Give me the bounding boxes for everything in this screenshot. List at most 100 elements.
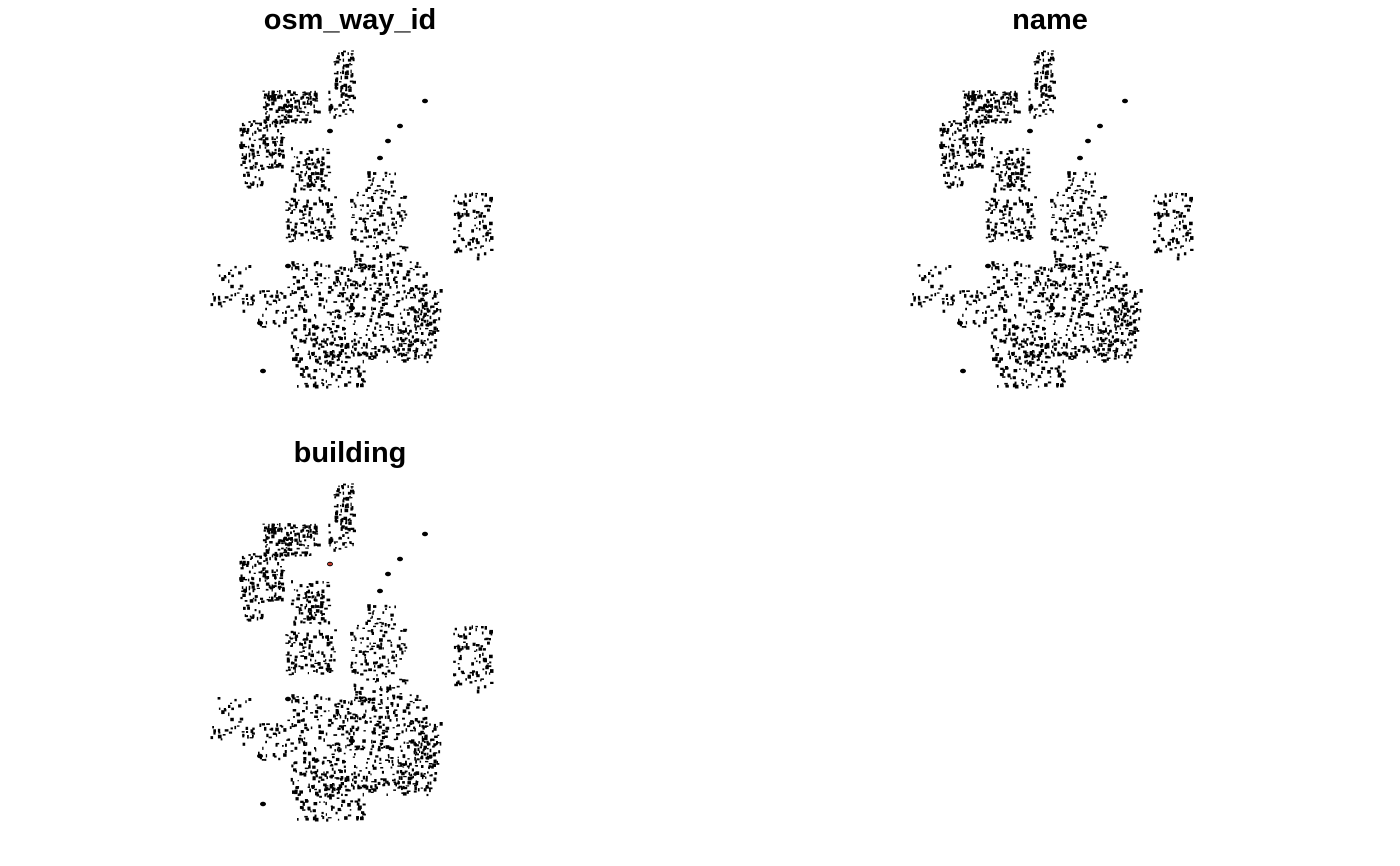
building-footprint (997, 161, 1001, 164)
building-footprint (465, 646, 470, 650)
building-footprint (316, 605, 320, 608)
building-footprint (409, 261, 412, 264)
building-footprint (954, 130, 957, 134)
building-footprint (969, 95, 973, 98)
building-footprint (336, 748, 339, 752)
building-footprint (326, 148, 330, 151)
building-footprint (330, 648, 335, 651)
building-footprint (1057, 293, 1060, 297)
building-footprint (374, 351, 377, 355)
building-footprint (272, 120, 276, 123)
building-footprint (974, 322, 977, 325)
building-footprint (397, 323, 399, 326)
building-footprint (310, 279, 314, 281)
building-footprint (378, 312, 381, 316)
building-footprint (436, 330, 440, 332)
building-footprint (276, 523, 279, 526)
building-footprint (427, 752, 429, 756)
building-footprint (285, 114, 288, 116)
building-footprint (1047, 52, 1049, 55)
building-footprint (308, 328, 311, 332)
building-footprint (321, 778, 325, 781)
building-footprint (360, 253, 364, 257)
building-footprint (306, 203, 308, 206)
building-footprint (463, 633, 465, 637)
building-footprint (354, 765, 356, 768)
building-footprint (377, 781, 381, 785)
building-footprint (1021, 156, 1025, 161)
building-footprint (398, 329, 402, 332)
building-footprint (294, 655, 298, 659)
building-footprint (1018, 234, 1020, 236)
building-footprint (272, 753, 276, 757)
building-footprint (463, 202, 468, 207)
building-footprint (387, 658, 389, 662)
building-footprint (370, 748, 373, 751)
building-footprint (1010, 225, 1012, 229)
building-footprint (264, 541, 267, 544)
building-footprint (970, 294, 974, 298)
building-footprint (292, 709, 297, 712)
building-footprint (287, 110, 290, 114)
building-footprint (335, 520, 338, 523)
building-footprint (298, 793, 301, 796)
building-footprint (1003, 324, 1007, 328)
building-footprint (352, 786, 355, 790)
building-footprint (300, 806, 304, 810)
building-footprint (294, 328, 298, 332)
building-footprint (330, 539, 332, 544)
building-footprint (1068, 235, 1072, 239)
building-footprint (338, 52, 340, 55)
building-footprint (436, 308, 438, 312)
building-footprint (385, 347, 387, 351)
building-footprint (1077, 270, 1081, 272)
building-footprint (423, 299, 426, 302)
building-footprint (334, 777, 338, 779)
building-footprint (296, 696, 299, 698)
building-footprint (1100, 343, 1103, 347)
building-footprint (263, 529, 266, 532)
building-footprint (425, 327, 429, 330)
building-footprint (281, 114, 284, 117)
building-footprint (315, 543, 318, 546)
building-footprint (970, 97, 974, 101)
building-footprint (336, 344, 340, 347)
building-footprint (472, 237, 475, 240)
building-footprint (354, 251, 357, 255)
building-footprint (386, 711, 389, 715)
building-footprint (319, 801, 321, 803)
building-footprint (234, 265, 237, 269)
building-footprint (315, 110, 318, 113)
building-footprint (1038, 316, 1040, 320)
building-footprint (387, 236, 391, 240)
building-footprint (400, 343, 403, 347)
building-footprint (330, 353, 332, 356)
building-footprint (341, 70, 344, 75)
building-footprint (1041, 366, 1046, 371)
building-footprint (978, 154, 981, 157)
building-footprint (374, 326, 377, 330)
building-footprint (1052, 57, 1055, 62)
building-footprint (280, 539, 284, 542)
building-footprint (480, 246, 482, 249)
building-footprint (1070, 340, 1072, 343)
building-footprint (1086, 253, 1089, 257)
building-footprint (1028, 106, 1031, 110)
building-footprint (1024, 340, 1027, 344)
building-footprint (439, 741, 442, 746)
building-footprint (990, 106, 994, 108)
building-footprint (1018, 291, 1021, 296)
building-footprint (368, 612, 372, 615)
building-footprint (346, 70, 349, 74)
building-footprint (325, 659, 327, 662)
building-footprint (976, 120, 978, 124)
building-footprint (308, 175, 312, 178)
building-footprint (317, 229, 321, 233)
building-footprint (380, 309, 382, 313)
building-footprint (333, 658, 336, 662)
building-footprint (991, 331, 994, 335)
building-footprint (424, 734, 428, 738)
building-footprint (464, 627, 467, 631)
building-footprint (1059, 204, 1062, 207)
building-footprint (244, 579, 248, 581)
